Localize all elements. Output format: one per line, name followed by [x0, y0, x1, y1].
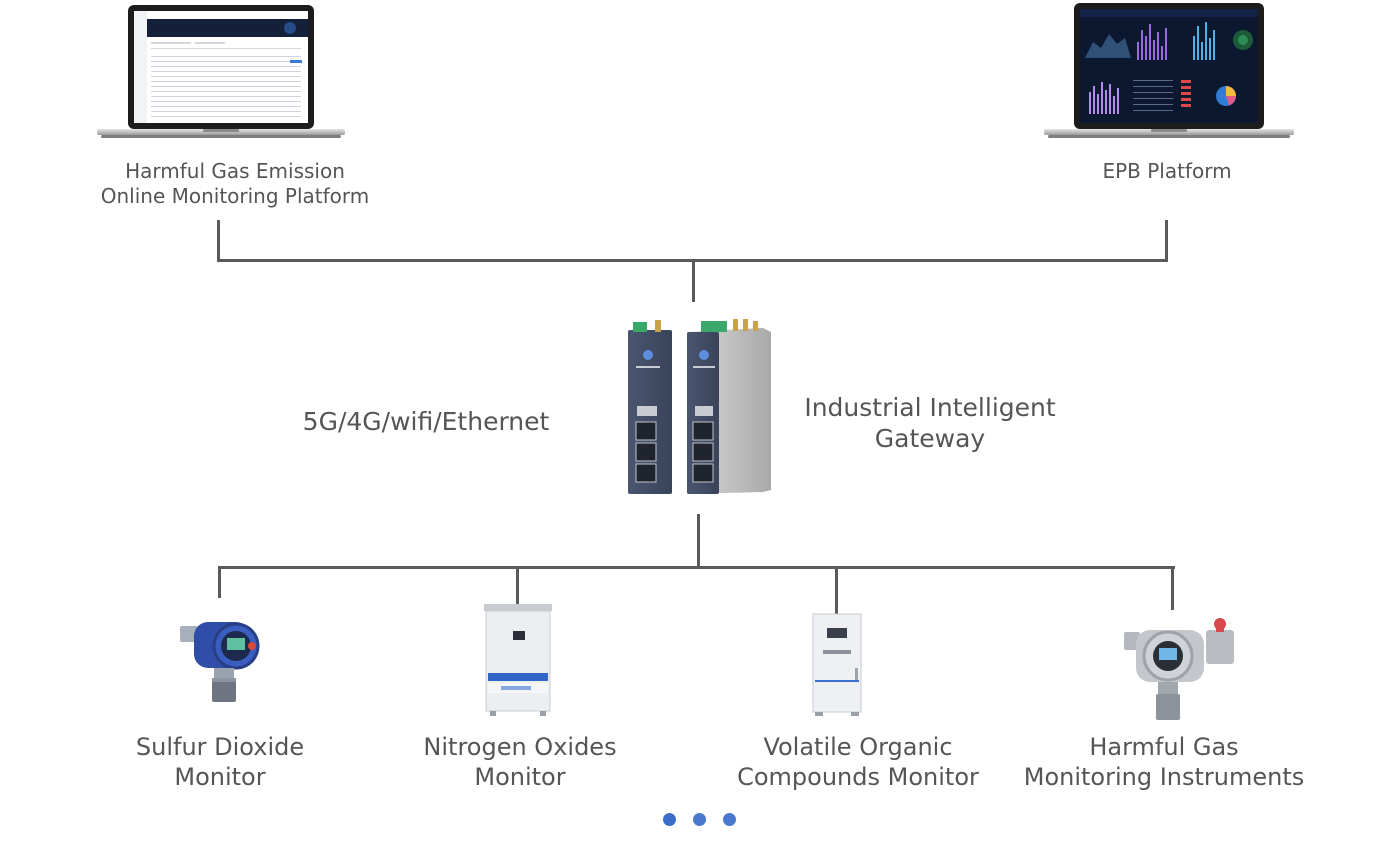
connector-gateway-down [697, 514, 700, 568]
connector-voc [835, 566, 838, 614]
nox-monitor-label-line-1: Nitrogen Oxides [423, 733, 617, 761]
monitoring-platform-label-line-1: Harmful Gas Emission [125, 159, 345, 183]
connector-hg [1171, 566, 1174, 610]
industrial-gateway-device [628, 319, 771, 494]
monitoring-platform-laptop [97, 5, 345, 138]
gateway-label-line-2: Gateway [874, 424, 986, 453]
monitoring-platform-label: Harmful Gas Emission Online Monitoring P… [90, 159, 380, 209]
connection-type-label: 5G/4G/wifi/Ethernet [302, 407, 550, 436]
connector-bottom-horizontal [218, 566, 1175, 569]
voc-monitor-device [812, 613, 862, 716]
gateway-label-line-1: Industrial Intelligent [804, 393, 1056, 422]
pagination-dot-3[interactable] [723, 813, 736, 826]
sulfur-dioxide-monitor-device [180, 622, 260, 702]
harmful-gas-instrument-label-line-1: Harmful Gas [1089, 733, 1239, 761]
epb-platform-laptop [1044, 3, 1294, 138]
connector-nox [516, 566, 519, 604]
connector-so2 [218, 566, 221, 598]
pagination-dot-1[interactable] [663, 813, 676, 826]
harmful-gas-instrument-label: Harmful Gas Monitoring Instruments [1004, 732, 1324, 792]
monitoring-platform-label-line-2: Online Monitoring Platform [100, 184, 370, 208]
harmful-gas-instrument-device [1124, 618, 1234, 720]
pagination-dot-2[interactable] [693, 813, 706, 826]
epb-platform-label: EPB Platform [1040, 159, 1294, 184]
connector-gateway-up [692, 259, 695, 302]
so2-monitor-label: Sulfur Dioxide Monitor [110, 732, 330, 792]
nox-monitor-label-line-2: Monitor [474, 763, 566, 791]
gateway-label: Industrial Intelligent Gateway [790, 392, 1070, 454]
nox-monitor-label: Nitrogen Oxides Monitor [400, 732, 640, 792]
voc-monitor-label-line-2: Compounds Monitor [737, 763, 979, 791]
so2-monitor-label-line-2: Monitor [174, 763, 266, 791]
connector-left-platform [217, 220, 220, 262]
voc-monitor-label-line-1: Volatile Organic [763, 733, 953, 761]
harmful-gas-instrument-label-line-2: Monitoring Instruments [1023, 763, 1305, 791]
connector-right-platform [1165, 220, 1168, 262]
so2-monitor-label-line-1: Sulfur Dioxide [135, 733, 305, 761]
epb-platform-label-line-1: EPB Platform [1102, 159, 1232, 183]
voc-monitor-label: Volatile Organic Compounds Monitor [712, 732, 1004, 792]
nitrogen-oxides-monitor-device [484, 604, 552, 716]
